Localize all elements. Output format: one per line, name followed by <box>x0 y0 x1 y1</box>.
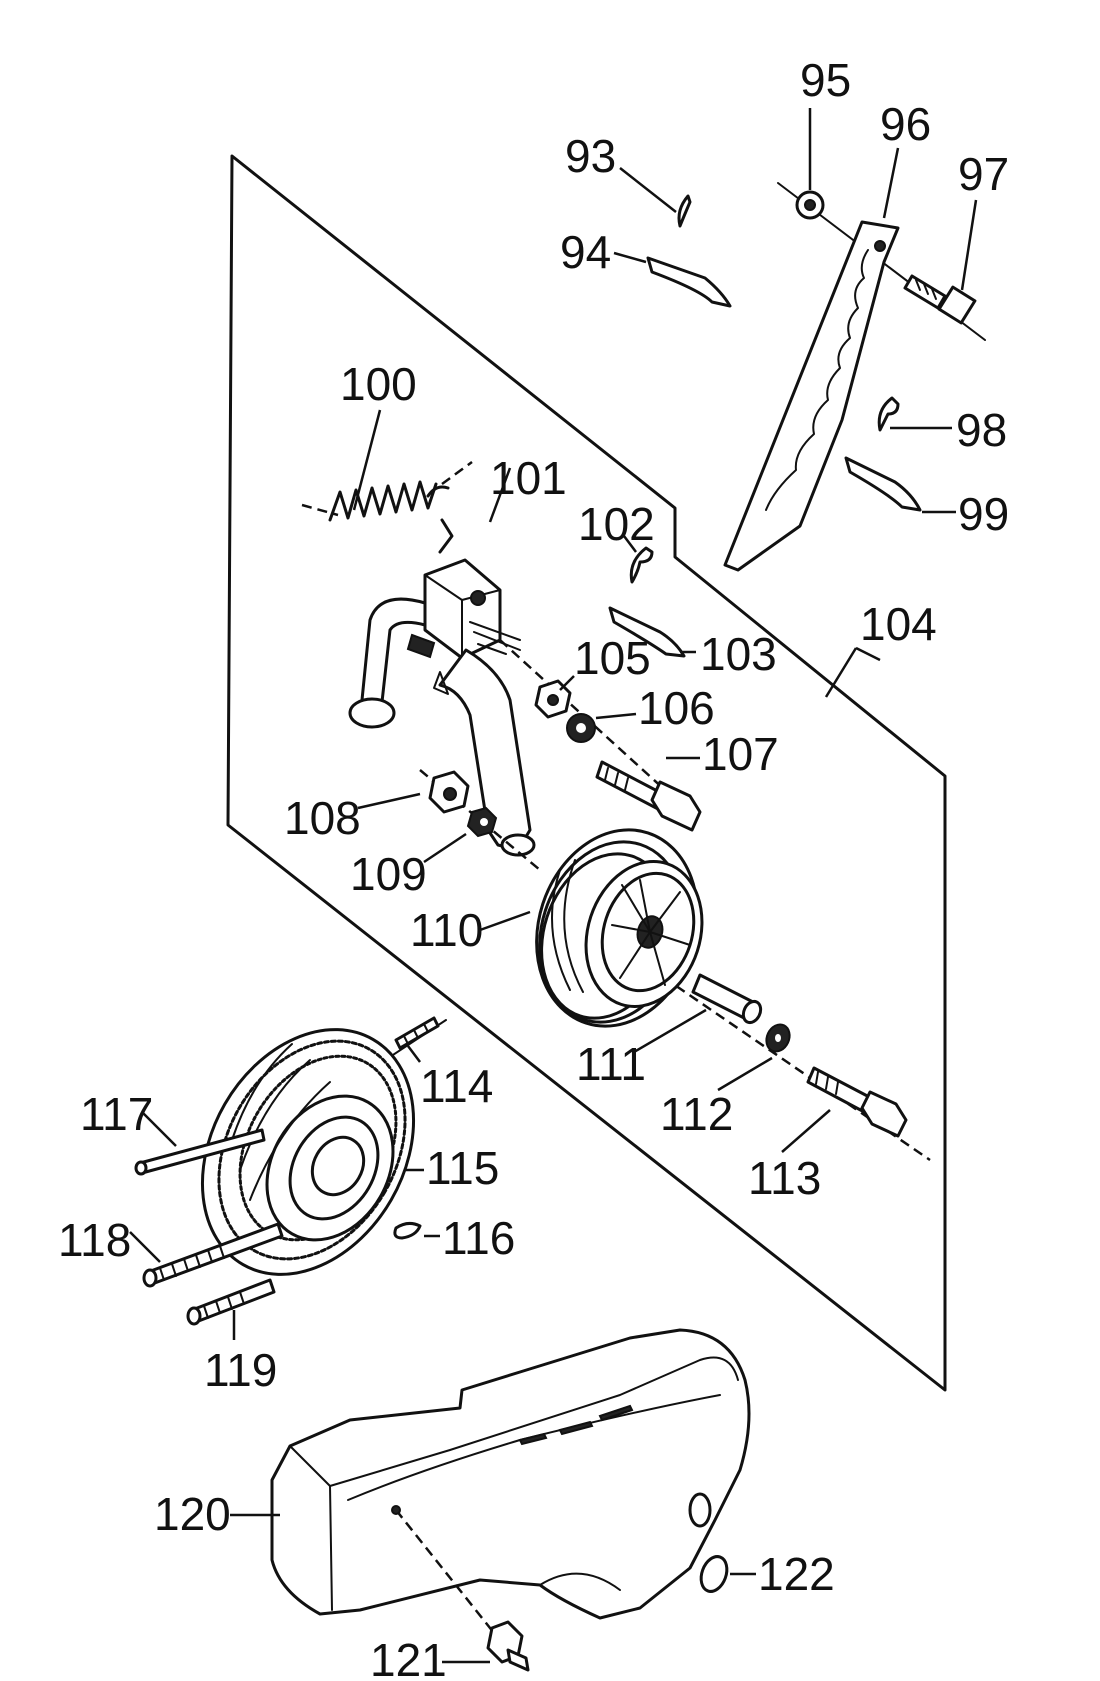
label-111: 111 <box>576 1038 646 1090</box>
label-117: 117 <box>80 1088 153 1140</box>
label-110: 110 <box>410 904 483 956</box>
part-114-screw <box>394 1016 440 1050</box>
part-112-washer <box>765 1023 791 1053</box>
label-116: 116 <box>442 1212 515 1264</box>
part-113-bolt <box>806 1066 908 1138</box>
part-120-belt-cover <box>270 1328 751 1620</box>
part-115-pulley <box>200 1028 416 1276</box>
panel-104 <box>226 154 947 1392</box>
leader-lines <box>129 108 978 1664</box>
part-99-pin <box>844 456 922 512</box>
part-108-nut <box>428 770 470 814</box>
label-118: 118 <box>58 1214 131 1266</box>
label-108: 108 <box>284 792 361 844</box>
label-115: 115 <box>426 1142 499 1194</box>
label-98: 98 <box>956 404 1007 456</box>
label-119: 119 <box>204 1344 277 1396</box>
label-122: 122 <box>758 1548 835 1600</box>
part-94-pin <box>646 256 732 308</box>
label-95: 95 <box>800 54 851 106</box>
label-109: 109 <box>350 848 427 900</box>
part-107-axle-bolt <box>595 760 702 832</box>
label-114: 114 <box>420 1060 493 1112</box>
label-103: 103 <box>700 628 777 680</box>
label-120: 120 <box>154 1488 231 1540</box>
part-116-key <box>393 1221 422 1240</box>
label-104: 104 <box>860 598 937 650</box>
label-100: 100 <box>340 358 417 410</box>
part-110-wheel <box>535 828 704 1028</box>
part-117-rod <box>134 1128 266 1176</box>
label-93: 93 <box>565 130 616 182</box>
part-103-pin <box>608 606 686 658</box>
part-106-washer <box>566 713 596 743</box>
label-96: 96 <box>880 98 931 150</box>
label-112: 112 <box>660 1088 733 1140</box>
part-93-clip <box>677 194 692 228</box>
label-97: 97 <box>958 148 1009 200</box>
label-105: 105 <box>574 632 651 684</box>
label-99: 99 <box>958 488 1009 540</box>
part-95-nut <box>795 190 825 220</box>
part-121-knob <box>486 1620 530 1672</box>
label-107: 107 <box>702 728 779 780</box>
part-100-spring <box>328 480 450 522</box>
part-119-screw <box>186 1278 276 1326</box>
part-97-bolt <box>903 274 977 325</box>
part-111-spacer <box>691 973 763 1025</box>
part-122-grommet <box>699 1555 729 1593</box>
part-98-clip <box>877 396 900 432</box>
label-113: 113 <box>748 1152 821 1204</box>
label-101: 101 <box>490 452 567 504</box>
part-102-clip <box>629 546 654 584</box>
part-96-toothed-bracket <box>723 220 900 572</box>
label-106: 106 <box>638 682 715 734</box>
label-94: 94 <box>560 226 611 278</box>
part-labels: 93 94 95 96 97 98 99 100 101 102 103 104… <box>58 54 1009 1681</box>
part-101-lever-bracket <box>348 518 536 857</box>
label-121: 121 <box>370 1634 447 1681</box>
part-118-screw <box>142 1222 284 1288</box>
part-109-washer <box>466 806 498 838</box>
label-102: 102 <box>578 498 655 550</box>
